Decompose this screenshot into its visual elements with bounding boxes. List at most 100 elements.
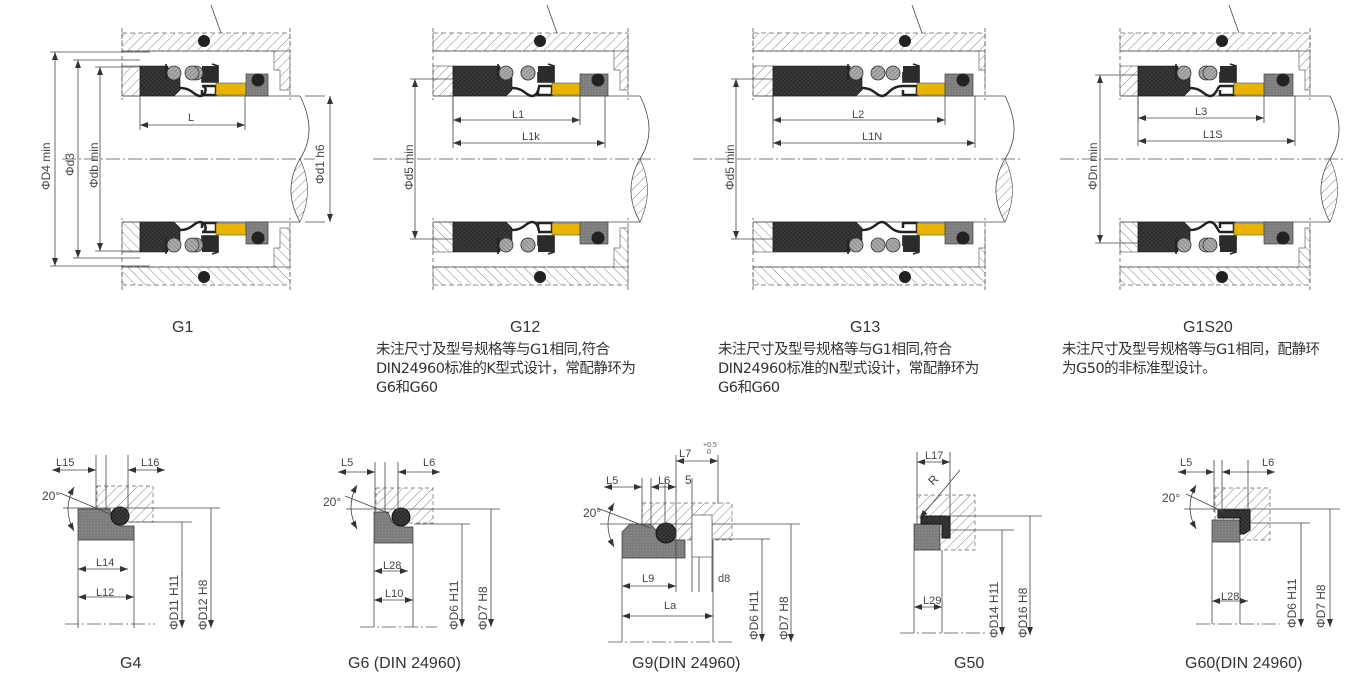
bellows bbox=[1189, 220, 1236, 234]
g13-drawing: L2 L1N Φd5 min G13 bbox=[723, 109, 882, 336]
g12-dim-l1: L1 bbox=[512, 109, 524, 121]
vent-hole bbox=[691, 514, 713, 558]
g6-l5: L5 bbox=[341, 457, 353, 469]
angle-arc bbox=[607, 502, 615, 548]
g1-dim-d3: Φd3 bbox=[63, 153, 77, 176]
top-assemblies bbox=[50, 4, 1345, 290]
leader bbox=[1228, 4, 1240, 34]
g9-l6: L6 bbox=[658, 475, 670, 487]
g6-angle: 20° bbox=[323, 495, 341, 509]
stationary-ring bbox=[373, 511, 414, 544]
shoulder-section bbox=[752, 221, 774, 253]
spring-coil-icon bbox=[498, 237, 514, 253]
carbon-face bbox=[916, 82, 946, 96]
g6-l10: L10 bbox=[385, 588, 403, 600]
housing-section bbox=[752, 32, 986, 52]
spring-coil-icon bbox=[166, 65, 182, 81]
gland-section bbox=[273, 227, 291, 268]
drive-collar bbox=[538, 66, 554, 82]
spring-coil-icon bbox=[870, 65, 886, 81]
bellows bbox=[861, 84, 919, 98]
housing-oring-icon bbox=[899, 271, 911, 283]
g60-title: G60(DIN 24960) bbox=[1185, 655, 1302, 672]
stationary-ring bbox=[77, 508, 135, 541]
seat-oring-icon bbox=[1276, 231, 1290, 245]
bellows bbox=[1189, 84, 1236, 98]
carbon-face bbox=[215, 222, 247, 236]
gland-section bbox=[978, 228, 986, 268]
shoulder-section bbox=[432, 65, 454, 97]
spring-coil-icon bbox=[520, 237, 536, 253]
bellows bbox=[511, 220, 554, 234]
housing-section bbox=[432, 266, 629, 286]
seat-oring-icon bbox=[591, 73, 605, 87]
seat-oring-icon bbox=[251, 231, 265, 245]
g12-drawing: L1 L1k Φd5 min G12 bbox=[402, 109, 540, 336]
seat-oring-icon bbox=[591, 231, 605, 245]
spring-coil-icon bbox=[870, 237, 886, 253]
g9-l7: L7 bbox=[679, 448, 691, 460]
g50-drawing: L17 R L29 ΦD14 H11 ΦD16 H8 G50 bbox=[923, 450, 1030, 672]
spring-coil-icon bbox=[520, 65, 536, 81]
g1-dim-d4: ΦD4 min bbox=[39, 142, 53, 190]
spring-coil-icon bbox=[1176, 65, 1192, 81]
g1-drawing: L ΦD4 min Φd3 Φdb min Φd1 h6 G1 bbox=[39, 112, 327, 336]
shaft-break-section bbox=[1320, 158, 1338, 223]
drive-collar bbox=[903, 66, 919, 82]
g9-l5: L5 bbox=[606, 475, 618, 487]
housing-oring-icon bbox=[1216, 271, 1228, 283]
g13-dim-l1n: L1N bbox=[862, 131, 882, 143]
oring-icon bbox=[391, 507, 411, 527]
g6-l28: L28 bbox=[383, 560, 401, 572]
g60-d7: ΦD7 H8 bbox=[1314, 584, 1328, 628]
seal-assembly bbox=[50, 4, 333, 290]
g4-l16: L16 bbox=[141, 457, 159, 469]
shoulder-section bbox=[752, 65, 774, 97]
g1s20-note-line: 为G50的非标准型设计。 bbox=[1062, 361, 1217, 377]
housing-oring-icon bbox=[899, 35, 911, 47]
drive-collar bbox=[903, 236, 919, 252]
shaft-break-section bbox=[995, 158, 1013, 223]
spring-coil-icon bbox=[1202, 65, 1218, 81]
g9-d6: ΦD6 H11 bbox=[747, 590, 761, 640]
rubber-bellows-body bbox=[772, 65, 863, 97]
stationary-ring bbox=[913, 523, 941, 551]
g13-dim-l2: L2 bbox=[852, 109, 864, 121]
g50-d16: ΦD16 H8 bbox=[1016, 587, 1030, 638]
housing-oring-icon bbox=[534, 271, 546, 283]
shoulder-section bbox=[432, 221, 454, 253]
g9-d7: ΦD7 H8 bbox=[777, 596, 791, 640]
spring-coil-icon bbox=[885, 237, 901, 253]
g50-r: R bbox=[925, 472, 941, 488]
drive-collar bbox=[538, 236, 554, 252]
g1s20-dim-l3: L3 bbox=[1195, 106, 1207, 118]
seal-assembly bbox=[1060, 4, 1345, 290]
g50-title: G50 bbox=[954, 655, 984, 672]
g9-d8: d8 bbox=[718, 573, 730, 585]
housing-oring-icon bbox=[198, 271, 210, 283]
spring-coil-icon bbox=[184, 237, 200, 253]
g4-l15: L15 bbox=[56, 457, 74, 469]
g4-drawing: L15 L16 20° L14 L12 ΦD11 H11 ΦD12 H8 G4 bbox=[42, 457, 210, 672]
drive-collar bbox=[1220, 236, 1236, 252]
g1s20-dim-l1s: L1S bbox=[1203, 129, 1223, 141]
g12-note-line: DIN24960标准的K型式设计，常配静环为 bbox=[376, 361, 636, 377]
angle-arc bbox=[1189, 484, 1197, 530]
spring-coil-icon bbox=[498, 65, 514, 81]
rubber-bellows-body bbox=[772, 221, 863, 253]
g60-l28: L28 bbox=[1221, 591, 1239, 603]
housing-section bbox=[641, 502, 733, 541]
g1s20-note-line: 未注尺寸及型号规格等与G1相同，配静环 bbox=[1062, 342, 1320, 358]
bellows bbox=[179, 220, 218, 234]
carbon-face bbox=[551, 222, 581, 236]
g9-tol-lower: 0 bbox=[707, 449, 711, 456]
g1s20-note: 未注尺寸及型号规格等与G1相同，配静环 为G50的非标准型设计。 bbox=[1062, 341, 1320, 379]
gland-section bbox=[978, 50, 986, 90]
spring-coil-icon bbox=[1202, 237, 1218, 253]
carbon-face bbox=[1233, 222, 1265, 236]
mirrored-half bbox=[752, 218, 1005, 290]
angle-arc bbox=[67, 486, 75, 532]
housing-oring-icon bbox=[534, 35, 546, 47]
radius-leader bbox=[919, 469, 961, 519]
g4-d12: ΦD12 H8 bbox=[196, 579, 210, 630]
